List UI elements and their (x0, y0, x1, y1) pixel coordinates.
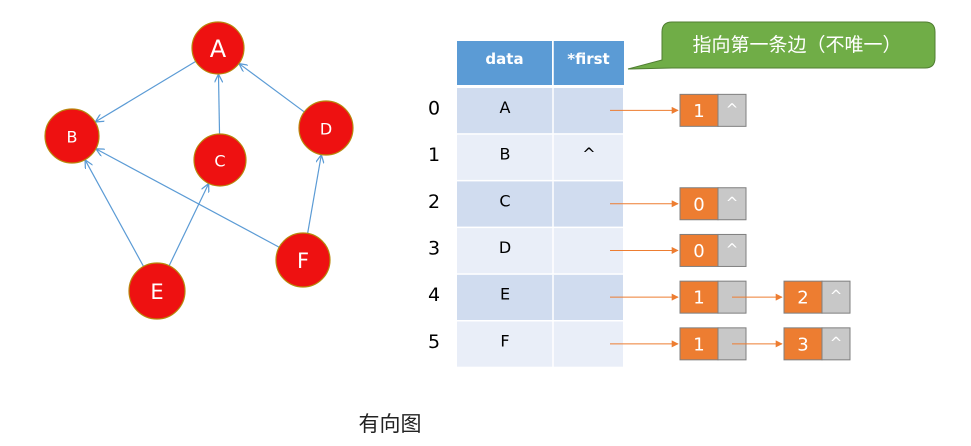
data-cell: A (500, 98, 511, 117)
node-label: F (297, 249, 309, 273)
node-circle (191, 21, 245, 75)
node-label: E (150, 280, 163, 304)
node-circle (298, 100, 354, 156)
next-null-marker: ^ (830, 287, 843, 305)
next-null-marker: ^ (830, 334, 843, 352)
node-d: D (298, 100, 354, 156)
callout: 指向第一条边（不唯一） (627, 21, 936, 70)
next-null-marker: ^ (726, 240, 739, 258)
row-index: 5 (428, 331, 440, 353)
edge-node: 3^ (783, 327, 851, 361)
row-index: 4 (428, 284, 440, 306)
node-circle (44, 108, 100, 164)
adjvex-cell (679, 280, 719, 314)
row-background (457, 274, 623, 320)
adjvex-cell (679, 187, 719, 221)
node-label: D (320, 120, 332, 139)
edge-e-b (85, 161, 145, 267)
edge-node: 1^ (679, 93, 747, 127)
next-null-marker: ^ (726, 194, 739, 212)
edge-node: 2^ (783, 280, 851, 314)
edge-list-row: 0^ (610, 233, 747, 267)
next-cell (717, 93, 747, 127)
edge-c-a (218, 75, 219, 135)
data-cell: C (499, 191, 510, 210)
row-background (457, 321, 623, 367)
next-cell (717, 233, 747, 267)
graph-nodes: A B C D E F (44, 21, 354, 320)
adjvex-value: 3 (797, 334, 808, 355)
data-cell: B (500, 145, 511, 164)
graph-edges (85, 60, 322, 267)
node-f: F (275, 232, 331, 288)
edge-node: 0^ (679, 187, 747, 221)
first-cell: ^ (582, 145, 595, 164)
callout-text: 指向第一条边（不唯一） (692, 34, 901, 56)
node-c: C (193, 133, 247, 187)
edge-a-b (96, 60, 197, 121)
edge-f-b (97, 149, 280, 248)
next-null-marker: ^ (726, 100, 739, 118)
row-background (457, 181, 623, 227)
callout-shape (627, 21, 936, 70)
next-cell (821, 327, 851, 361)
diagram-caption: 有向图 (358, 412, 422, 436)
row-index: 3 (428, 237, 440, 259)
adjvex-value: 1 (693, 288, 704, 309)
adjvex-value: 0 (693, 194, 704, 215)
edge-node: 0^ (679, 233, 747, 267)
data-cell: D (499, 238, 511, 257)
edge-f-d (307, 156, 322, 234)
edge-list-row: 0^ (610, 187, 747, 221)
adjvex-value: 1 (693, 334, 704, 355)
table-header: data *first (457, 41, 624, 85)
node-label: B (67, 128, 78, 147)
edge-d-a (240, 64, 305, 113)
node-b: B (44, 108, 100, 164)
edge-list-row: 1^ (610, 93, 747, 127)
table-row: 1 B ^ (428, 134, 623, 182)
row-index: 0 (428, 97, 440, 119)
row-index: 1 (428, 144, 440, 166)
adjvex-value: 2 (797, 288, 808, 309)
next-cell (717, 187, 747, 221)
header-label: data (485, 50, 523, 68)
row-background (457, 228, 623, 274)
edge-e-c (168, 184, 208, 267)
node-label: C (214, 152, 225, 171)
data-cell: E (500, 285, 510, 304)
adjvex-value: 1 (693, 101, 704, 122)
header-label: *first (567, 50, 609, 68)
row-background (457, 134, 623, 180)
header-cell (553, 41, 624, 85)
header-cell (457, 41, 552, 85)
node-a: A (191, 21, 245, 75)
node-circle (128, 262, 186, 320)
row-background (457, 88, 623, 134)
next-cell (821, 280, 851, 314)
data-cell: F (500, 331, 509, 350)
adjvex-cell (679, 327, 719, 361)
node-e: E (128, 262, 186, 320)
node-circle (275, 232, 331, 288)
adjvex-cell (679, 93, 719, 127)
row-index: 2 (428, 191, 440, 213)
adjvex-cell (679, 233, 719, 267)
adjvex-value: 0 (693, 241, 704, 262)
node-label: A (210, 35, 227, 63)
node-circle (193, 133, 247, 187)
